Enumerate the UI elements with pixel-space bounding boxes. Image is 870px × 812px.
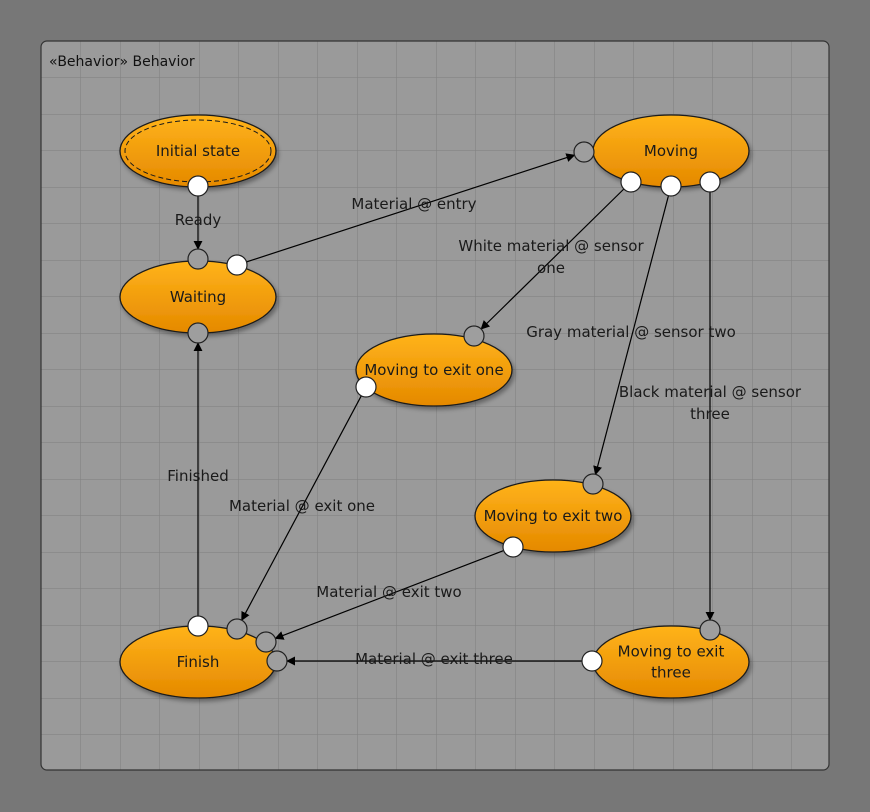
diagram-title: «Behavior» Behavior <box>49 54 195 70</box>
outgoing-port[interactable] <box>226 254 248 276</box>
transition-exit1-to-finish[interactable] <box>241 395 362 621</box>
transition-label: Material @ exit two <box>316 583 461 601</box>
incoming-port[interactable] <box>582 473 604 495</box>
transition-label: Black material @ sensor <box>619 383 802 401</box>
state-label: Moving to exit two <box>484 507 623 525</box>
state-waiting[interactable]: Waiting <box>119 260 277 334</box>
transitions-layer <box>193 153 715 666</box>
transition-label: Material @ exit three <box>355 650 513 668</box>
transition-moving-to-exit2[interactable] <box>593 195 670 476</box>
state-label: Moving <box>644 142 698 160</box>
state-finish[interactable]: Finish <box>119 625 277 699</box>
state-ellipse <box>592 625 750 699</box>
state-moving[interactable]: Moving <box>592 114 750 188</box>
transition-waiting-to-moving[interactable] <box>246 153 576 263</box>
transition-label: three <box>690 405 730 423</box>
incoming-port[interactable] <box>187 322 209 344</box>
transition-label: White material @ sensor <box>458 237 644 255</box>
outgoing-port[interactable] <box>187 615 209 637</box>
incoming-port[interactable] <box>463 325 485 347</box>
transition-moving-to-exit1[interactable] <box>480 188 625 330</box>
outgoing-port[interactable] <box>355 376 377 398</box>
incoming-port[interactable] <box>699 619 721 641</box>
outgoing-port[interactable] <box>581 650 603 672</box>
state-exit3[interactable]: Moving to exit three <box>592 625 750 699</box>
incoming-port[interactable] <box>255 631 277 653</box>
ports-layer <box>187 141 721 672</box>
state-label: Finish <box>177 653 220 671</box>
incoming-port[interactable] <box>266 650 288 672</box>
state-exit1[interactable]: Moving to exit one <box>355 333 513 407</box>
transition-label: Ready <box>175 211 222 229</box>
transition-label: Finished <box>167 467 228 485</box>
state-label: Initial state <box>156 142 240 160</box>
state-label: Moving to exit <box>618 643 725 661</box>
state-label: Moving to exit one <box>364 361 503 379</box>
outgoing-port[interactable] <box>187 175 209 197</box>
outgoing-port[interactable] <box>660 175 682 197</box>
outgoing-port[interactable] <box>699 171 721 193</box>
transition-label: Material @ entry <box>351 195 476 213</box>
state-label: three <box>651 664 691 682</box>
outgoing-port[interactable] <box>620 171 642 193</box>
incoming-port[interactable] <box>187 248 209 270</box>
diagram-panel-border <box>40 40 830 771</box>
incoming-port[interactable] <box>226 618 248 640</box>
state-ellipse <box>474 479 632 553</box>
outgoing-port[interactable] <box>502 536 524 558</box>
transition-label: Gray material @ sensor two <box>526 323 736 341</box>
transition-label: one <box>537 259 565 277</box>
transition-label: Material @ exit one <box>229 497 375 515</box>
incoming-port[interactable] <box>573 141 595 163</box>
state-label: Waiting <box>170 288 226 306</box>
state-exit2[interactable]: Moving to exit two <box>474 479 632 553</box>
state-ellipse <box>355 333 513 407</box>
transition-exit2-to-finish[interactable] <box>274 550 504 640</box>
